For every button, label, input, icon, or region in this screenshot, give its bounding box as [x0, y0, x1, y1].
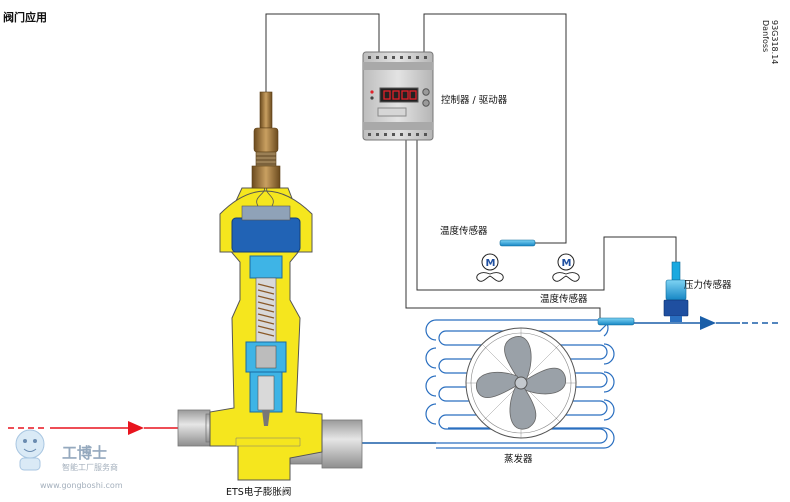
- flow-arrow-outlet: [700, 316, 716, 330]
- pressure-sensor: [663, 261, 689, 322]
- brand-name: Danfoss: [761, 20, 770, 52]
- controller-label: 控制器 / 驱动器: [441, 94, 508, 106]
- flow-inlet-line: [8, 421, 178, 435]
- controller-knob: [422, 88, 430, 96]
- temp-sensor-bottom-label: 温度传感器: [540, 293, 588, 305]
- valve-stem-gland: [251, 91, 281, 189]
- evaporator-fan: [465, 327, 577, 439]
- motor-symbol-right: M: [562, 258, 572, 269]
- valve-label: ETS电子膨胀阀: [226, 486, 291, 498]
- evaporator-label: 蒸发器: [504, 453, 533, 465]
- watermark-mascot-icon: [15, 429, 45, 471]
- watermark: 工博士 智能工厂服务商 www.gongboshi.com: [15, 429, 123, 490]
- pressure-sensor-label: 压力传感器: [684, 279, 732, 291]
- temp-sensor-bottom: [597, 317, 635, 326]
- temp-sensor-top-label: 温度传感器: [440, 225, 488, 237]
- brand-code: 93G318.14: [770, 20, 779, 64]
- flow-arrow-inlet: [128, 421, 144, 435]
- watermark-logo-text: 工博士: [62, 444, 107, 462]
- evaporator-coil: [425, 319, 615, 449]
- temp-sensor-top: [499, 239, 536, 247]
- wiring: [265, 13, 677, 318]
- controller-unit: [362, 51, 434, 141]
- watermark-url: www.gongboshi.com: [40, 481, 123, 490]
- motor-symbol-left: M: [486, 258, 496, 269]
- fan-motor-right: M: [552, 253, 580, 282]
- brand-mark: Danfoss 93G318.14: [761, 20, 779, 64]
- page-title: 阀门应用: [3, 10, 47, 24]
- watermark-tagline: 智能工厂服务商: [62, 462, 118, 472]
- fan-motor-left: M: [476, 253, 504, 282]
- ets-valve: [177, 185, 363, 481]
